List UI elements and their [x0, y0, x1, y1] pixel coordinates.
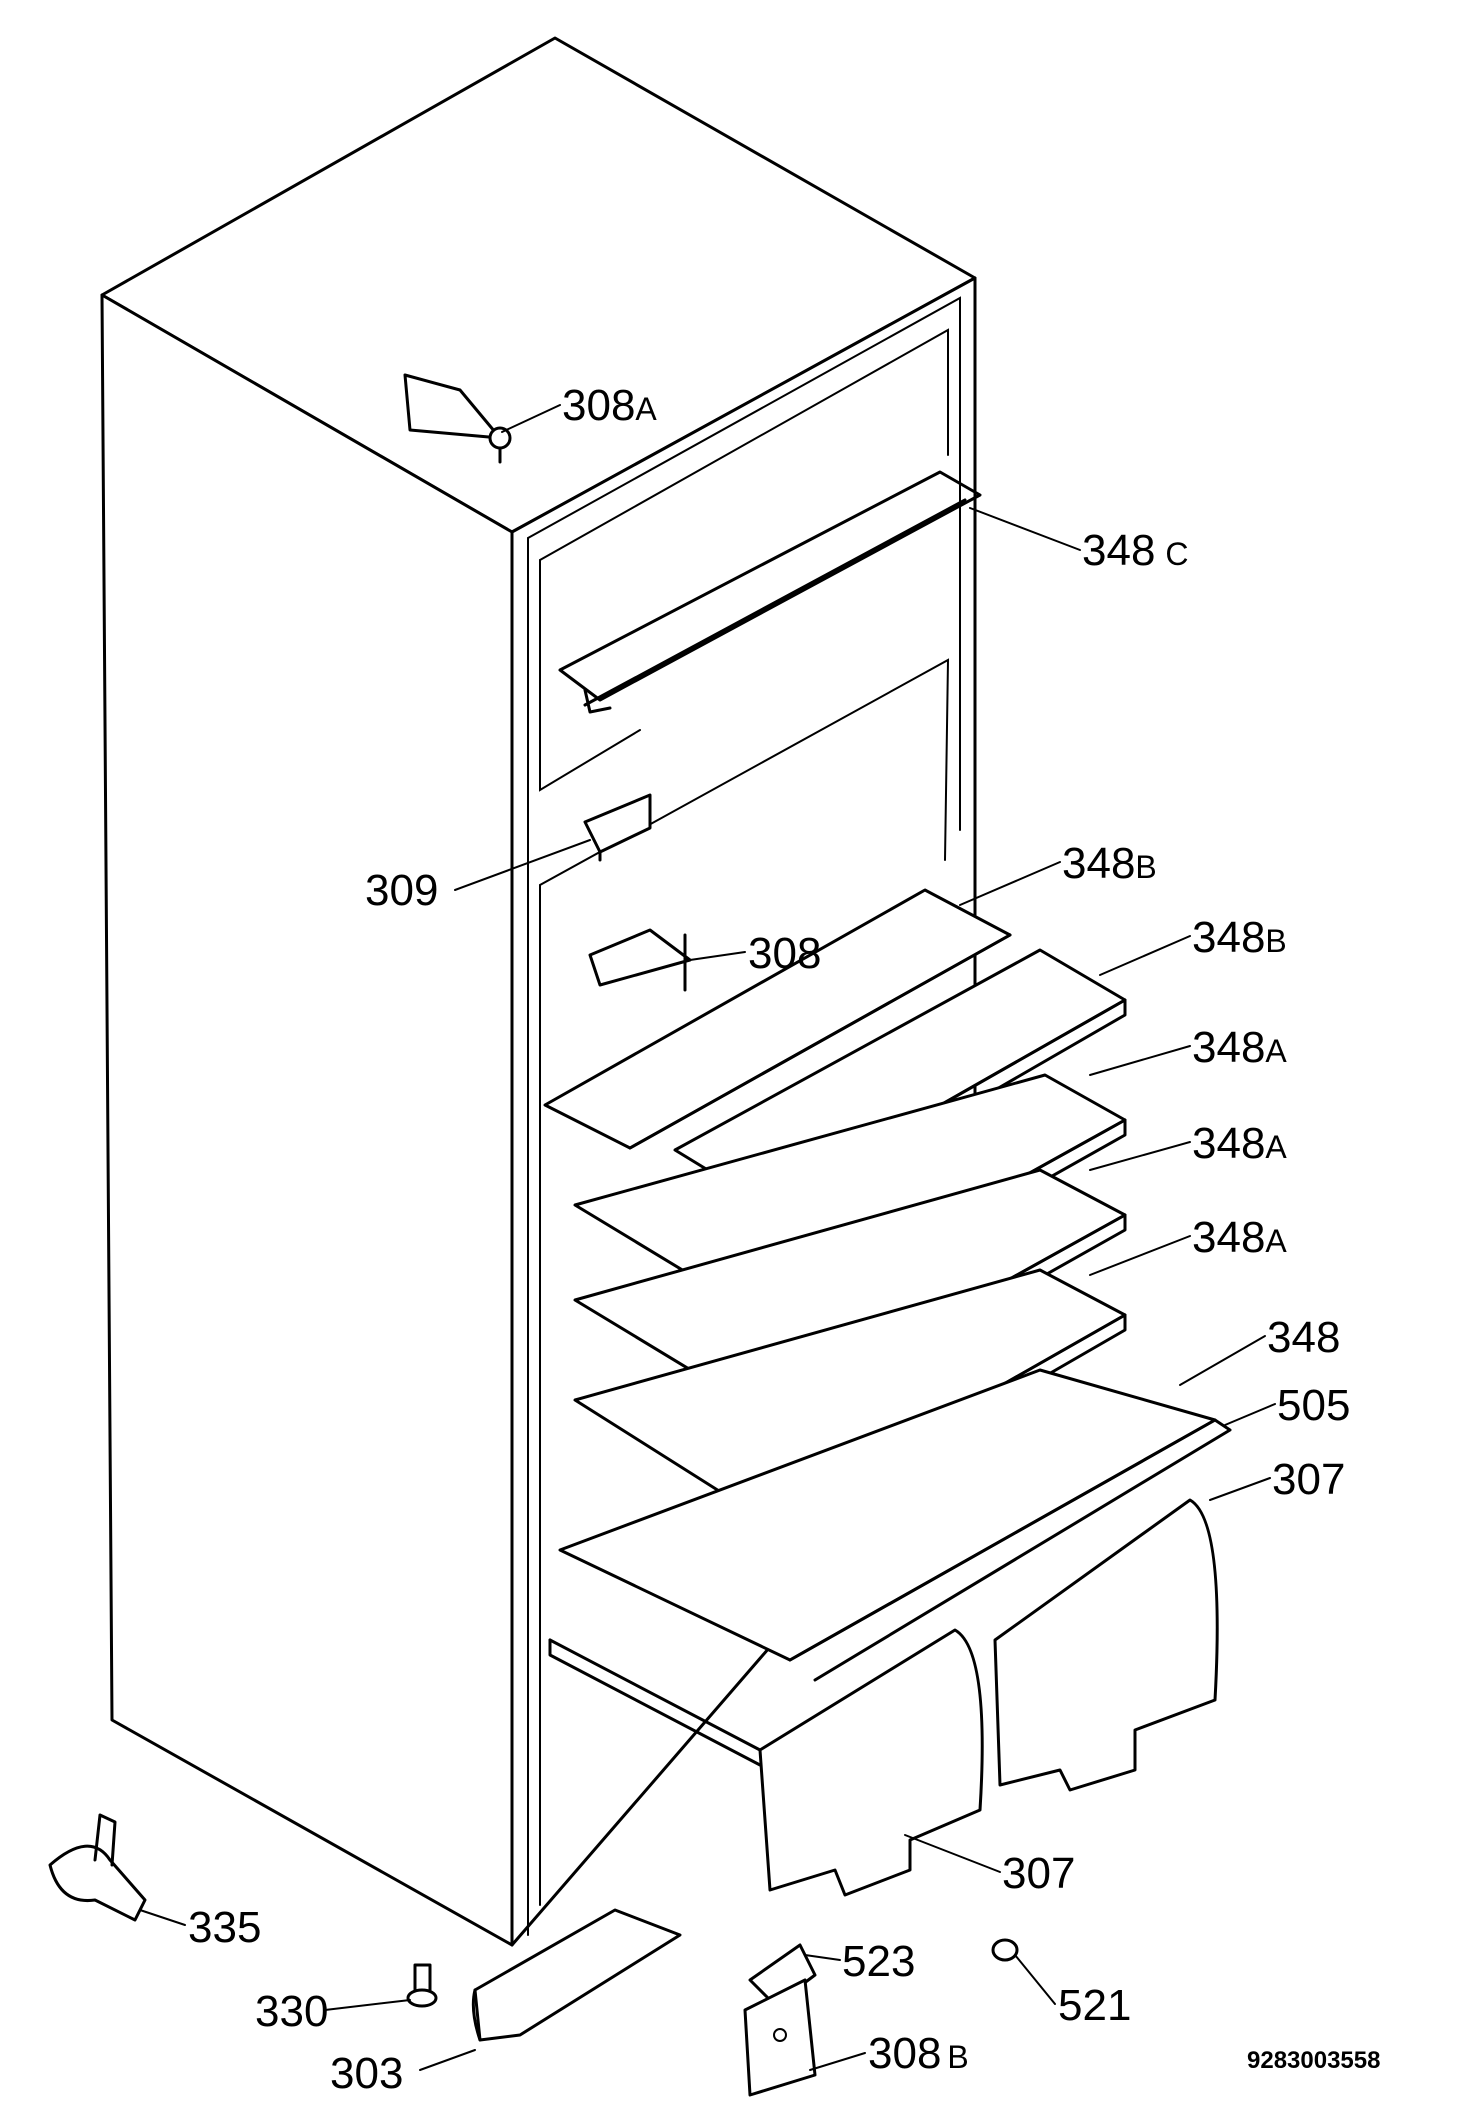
cap-521-icon: [991, 1938, 1019, 1962]
callout-348B-lower: 348B: [1192, 913, 1287, 962]
callout-505: 505: [1277, 1381, 1350, 1430]
hinge-335-icon: [48, 1813, 147, 1922]
leader-lines: [139, 404, 1276, 2071]
callout-523: 523: [842, 1937, 915, 1986]
callout-521: 521: [1058, 1981, 1131, 2030]
callout-307-lower: 307: [1002, 1849, 1075, 1898]
callout-308: 308: [748, 929, 821, 978]
callout-348: 348: [1267, 1313, 1340, 1362]
callout-348A-3: 348A: [1192, 1213, 1287, 1262]
callout-303: 303: [330, 2049, 403, 2098]
glass-shelf-348: [558, 1368, 1232, 1682]
callout-308A: 308A: [562, 381, 657, 430]
hinge-308B-icon: [743, 1978, 817, 2097]
callout-348A-2: 348A: [1192, 1119, 1287, 1168]
kickplate-303: [471, 1908, 682, 2042]
document-id: 9283003558: [1247, 2047, 1380, 2074]
clip-309-icon: [583, 793, 652, 862]
callout-309: 309: [365, 866, 438, 915]
shelf-348B-upper: [543, 888, 1012, 1150]
hinge-308A-icon: [403, 373, 512, 464]
freezer-shelf: [558, 470, 982, 714]
crisper-drawers: [548, 1498, 1219, 1897]
callout-307-upper: 307: [1272, 1455, 1345, 1504]
hinge-523-icon: [748, 1943, 817, 2007]
callout-330: 330: [255, 1987, 328, 2036]
callout-348B-upper: 348B: [1062, 839, 1157, 888]
callout-348A-1: 348A: [1192, 1023, 1287, 1072]
callout-335: 335: [188, 1903, 261, 1952]
foot-screw-330-icon: [406, 1963, 438, 2008]
